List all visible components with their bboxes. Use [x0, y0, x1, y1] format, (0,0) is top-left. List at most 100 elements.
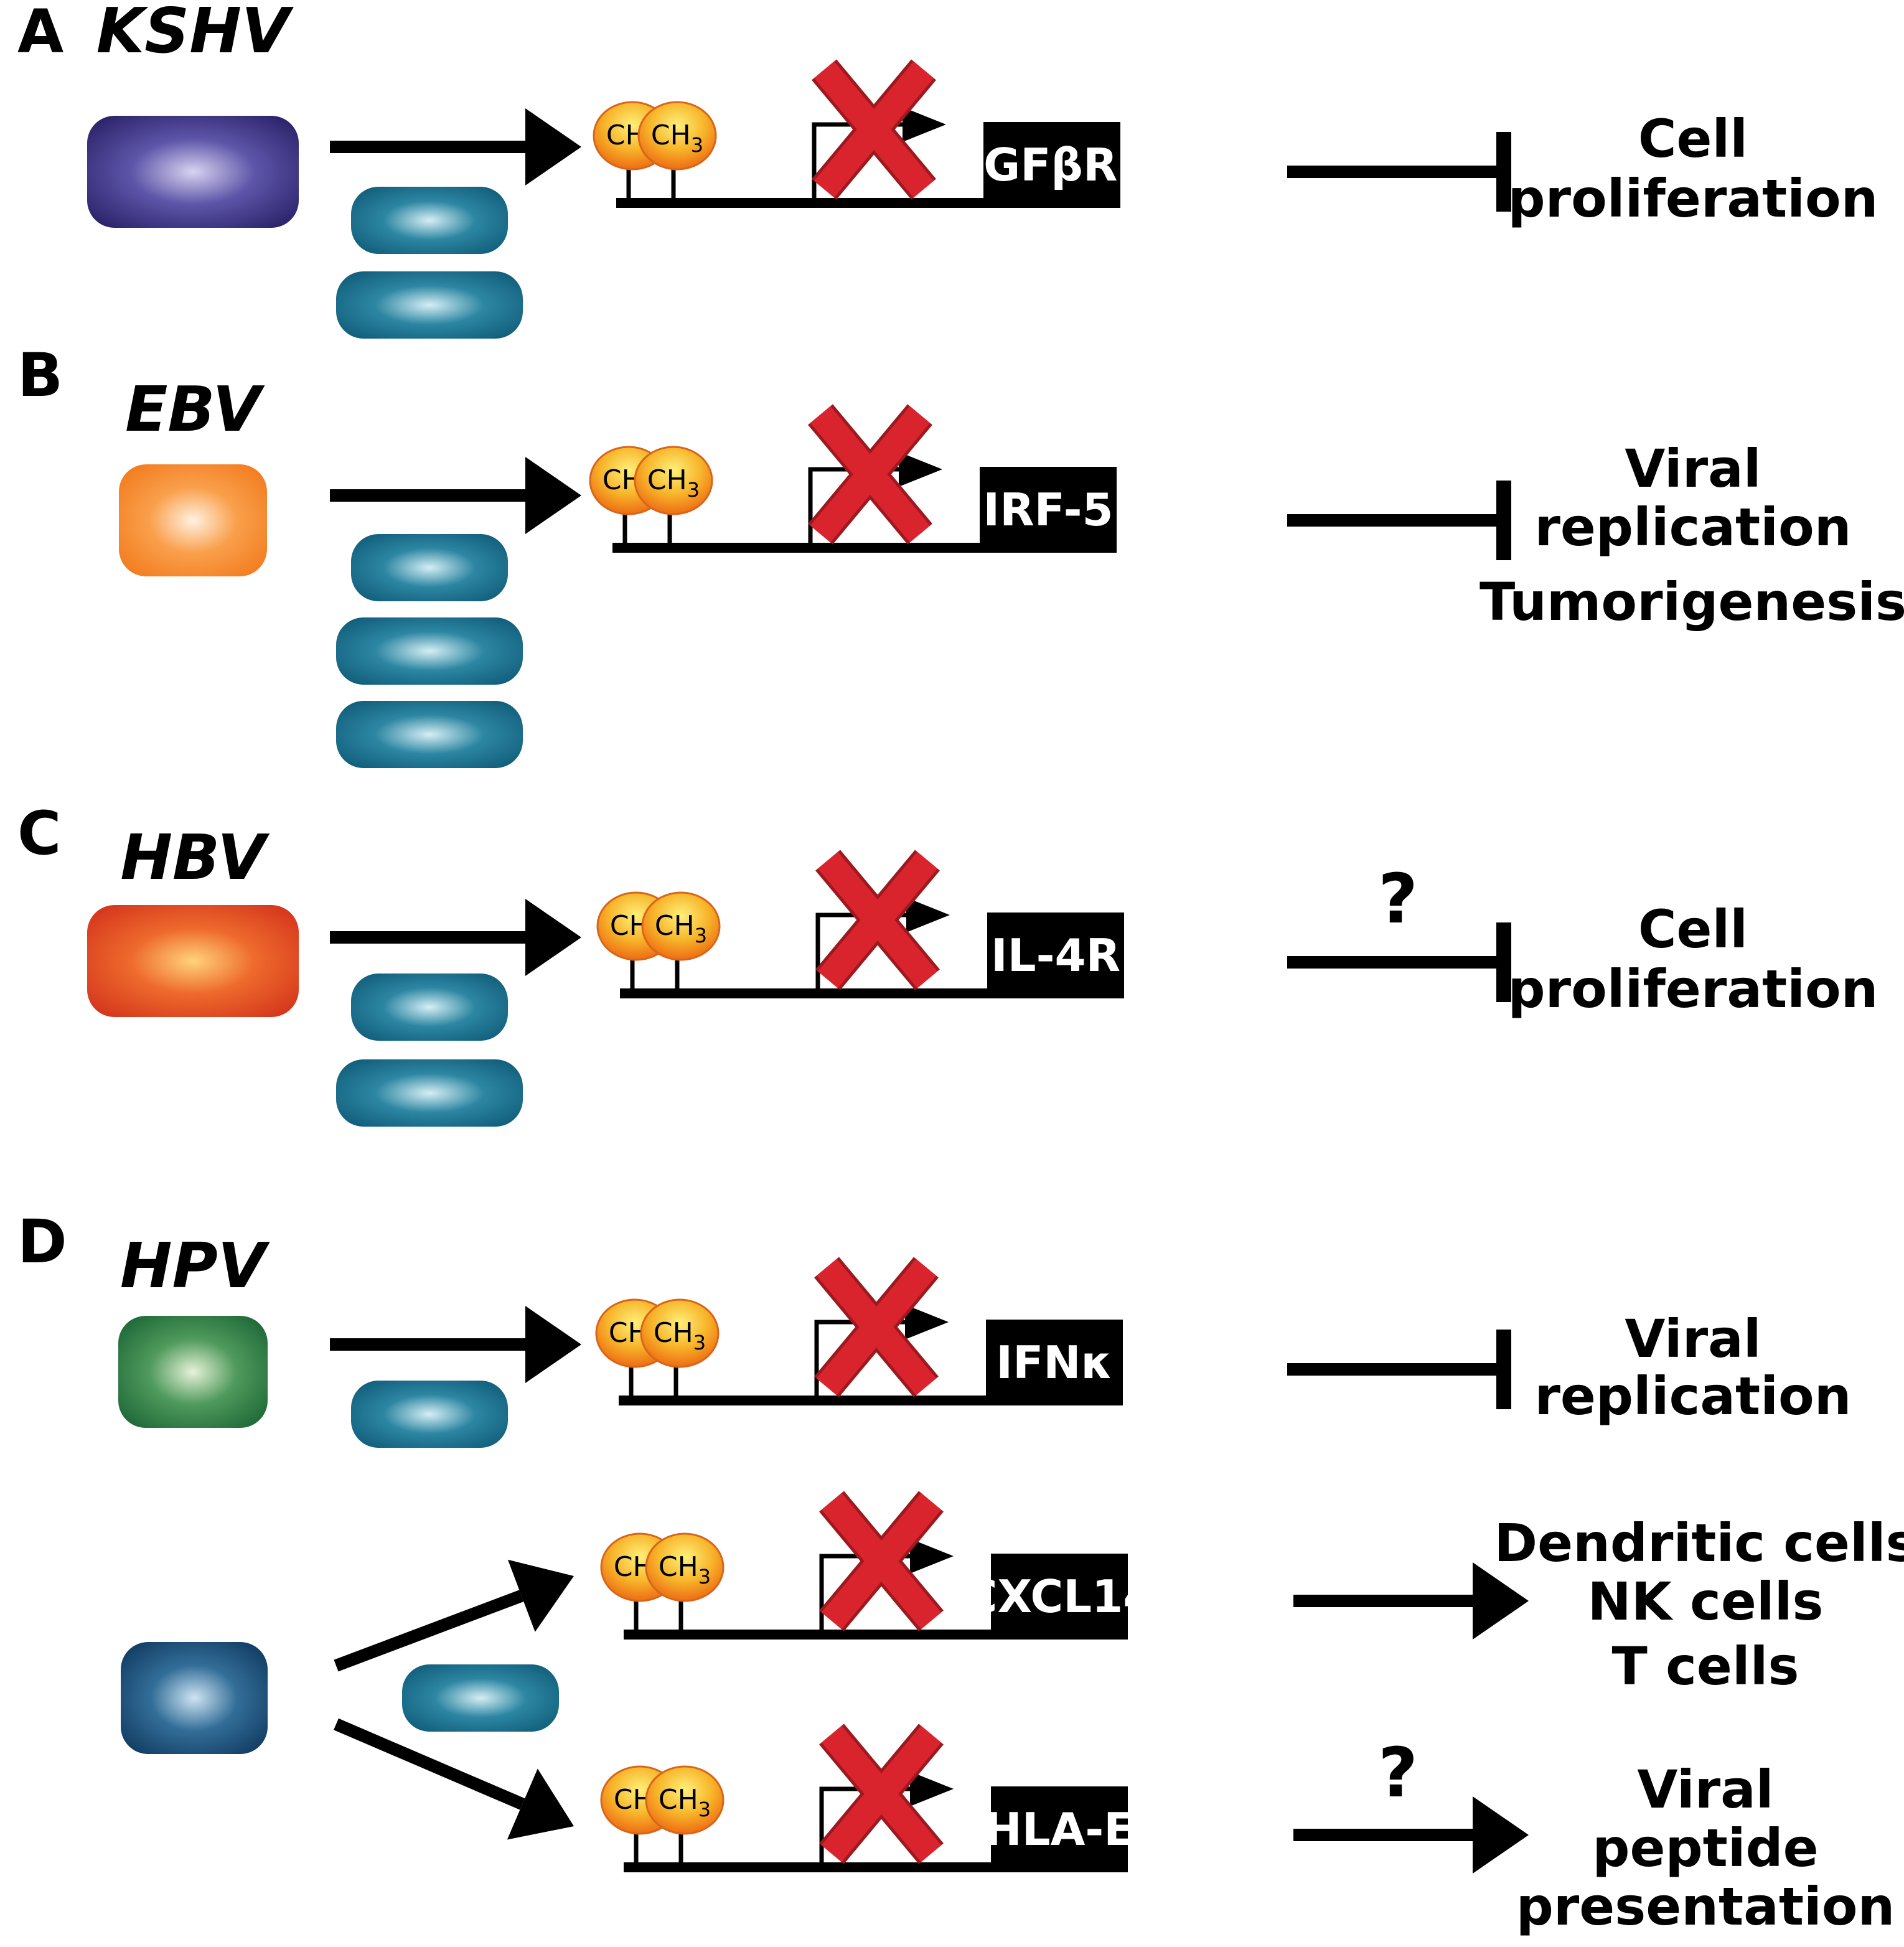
dna-strand: [612, 543, 986, 553]
activation-arrow: [1293, 1796, 1529, 1874]
viral-protein: [87, 116, 299, 228]
inhibition-arrow: [1287, 481, 1511, 560]
outcome-line: Viral: [1625, 438, 1761, 499]
panel-letter: D: [17, 1207, 67, 1277]
dna-strand: [624, 1630, 997, 1640]
methyl-group: [645, 1532, 725, 1602]
dnmt-enzyme: [351, 534, 508, 601]
dnmt-enzyme: [402, 1664, 559, 1732]
outcome-line: Viral: [1637, 1759, 1773, 1820]
cross-icon: [819, 1491, 944, 1631]
methyl-label: CH3: [659, 1784, 711, 1821]
dnmt-enzyme: [336, 617, 523, 685]
cross-icon: [819, 1724, 944, 1864]
activation-arrow: [334, 1718, 574, 1840]
outcome-line: Tumorigenesis: [1480, 571, 1904, 632]
outcome-line: peptide: [1592, 1818, 1818, 1879]
gene-label: IL-4R: [991, 929, 1120, 982]
methylated-gene: HLA-ECH3CH3: [600, 1724, 1135, 1872]
outcome-line: replication: [1534, 497, 1851, 558]
dnmt-enzyme: [336, 701, 523, 768]
activation-arrow: [1293, 1562, 1529, 1640]
inhibition-arrow: [1287, 1330, 1511, 1409]
dnmt-enzyme: [351, 973, 508, 1041]
methyl-group: [637, 101, 717, 171]
panel-letter: A: [17, 0, 63, 67]
methyl-label: CH3: [655, 910, 707, 947]
panel-letter: C: [17, 799, 61, 868]
methylated-gene: IL-4RCH3CH3: [596, 850, 1124, 998]
dna-strand: [619, 1396, 992, 1405]
gene-label: HLA-E: [985, 1803, 1135, 1856]
gene-box: [983, 122, 1120, 208]
outcome-line: proliferation: [1508, 959, 1878, 1020]
gene-label: IRF-5: [983, 484, 1113, 536]
methylated-gene: TGFβRIICH3CH3: [593, 59, 1151, 208]
activation-arrow: [334, 1559, 574, 1672]
activation-arrow: [330, 108, 581, 185]
outcome-line: NK cells: [1588, 1571, 1824, 1632]
dnmt-enzyme: [336, 271, 523, 339]
panel-letter: B: [17, 340, 63, 410]
methyl-group: [641, 891, 721, 961]
methyl-label: CH3: [654, 1317, 706, 1354]
inhibition-arrow: [1287, 132, 1511, 212]
outcome-line: Cell: [1638, 108, 1748, 169]
activation-arrow: [330, 457, 581, 534]
methylated-gene: IRF-5CH3CH3: [589, 404, 1117, 553]
methylated-gene: CXCL14CH3CH3: [600, 1491, 1155, 1640]
outcome-line: Viral: [1625, 1308, 1761, 1369]
cross-icon: [812, 59, 936, 200]
uncertain-effect: ?: [1378, 859, 1418, 939]
dnmt-enzyme: [351, 1381, 508, 1448]
cross-icon: [808, 404, 932, 545]
methyl-label: CH3: [659, 1551, 711, 1588]
viral-protein: [118, 1316, 268, 1428]
outcome-line: proliferation: [1508, 168, 1878, 229]
viral-protein: [87, 905, 299, 1017]
outcome-line: presentation: [1516, 1876, 1895, 1937]
methyl-label: CH3: [651, 120, 703, 157]
gene-label: IFNκ: [996, 1336, 1112, 1389]
gene-label: CXCL14: [965, 1570, 1155, 1623]
activation-arrow: [330, 1306, 581, 1383]
panel-d-e7: E7DMNT1?: [159, 1670, 1417, 1813]
gene-label: TGFβRII: [953, 139, 1151, 191]
cross-icon: [814, 1257, 939, 1397]
virus-name: KSHV: [96, 0, 294, 67]
outcome-line: Cell: [1638, 899, 1748, 960]
methylated-gene: IFNκCH3CH3: [595, 1257, 1123, 1405]
gene-box: [987, 913, 1124, 998]
dnmt-enzyme: [351, 187, 508, 254]
dna-strand: [624, 1862, 997, 1872]
virus-name: EBV: [125, 373, 265, 446]
methyl-group: [634, 446, 713, 515]
gene-box: [991, 1786, 1128, 1872]
viral-protein: [119, 464, 267, 576]
methyl-label: CH3: [647, 464, 700, 502]
dna-strand: [616, 198, 990, 208]
activation-arrow: [330, 899, 581, 976]
cross-icon: [815, 850, 940, 990]
gene-box: [991, 1554, 1128, 1640]
dnmt-enzyme: [336, 1059, 523, 1127]
virus-name: HPV: [120, 1229, 270, 1302]
dna-strand: [620, 988, 993, 998]
gene-box: [986, 1320, 1123, 1405]
methyl-group: [645, 1765, 725, 1835]
outcome-line: Dendritic cells: [1494, 1513, 1904, 1574]
gene-box: [980, 467, 1117, 553]
outcome-line: T cells: [1612, 1636, 1799, 1697]
uncertain-effect: ?: [1378, 1733, 1418, 1813]
inhibition-arrow: [1287, 922, 1511, 1002]
outcome-line: replication: [1534, 1366, 1851, 1427]
viral-protein: [121, 1642, 268, 1754]
methyl-group: [640, 1298, 720, 1368]
